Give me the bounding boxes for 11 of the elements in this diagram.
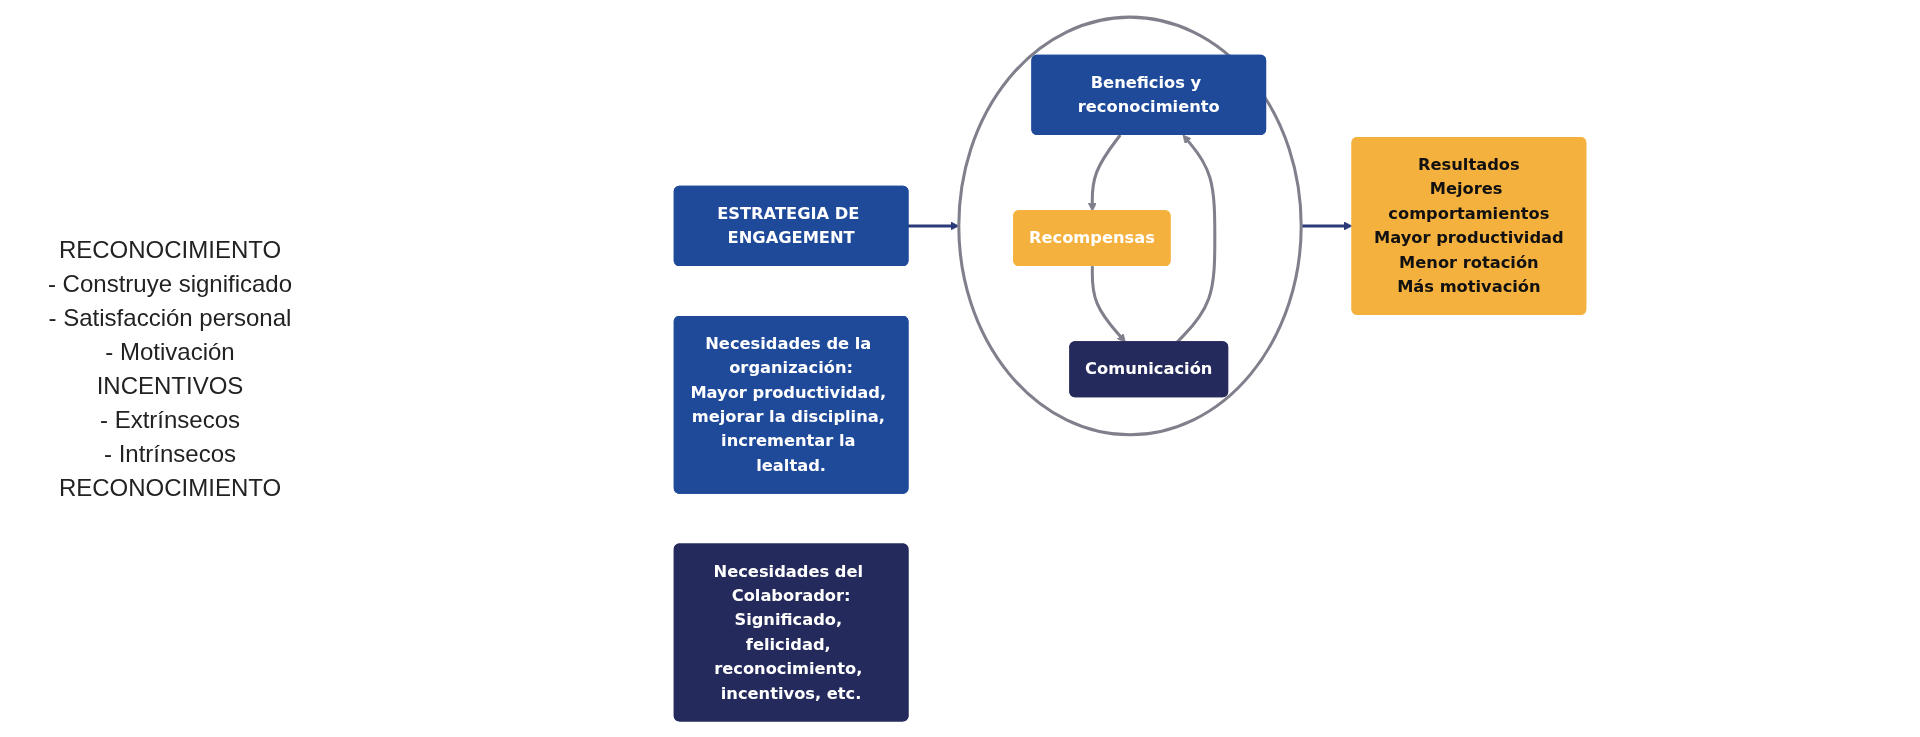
arrow [1090, 265, 1126, 343]
arrow [1175, 134, 1217, 343]
note-text: INCENTIVOS [96, 371, 244, 400]
note-text: - Extrínsecos [99, 405, 240, 434]
note-text: - Construye significado [47, 269, 293, 298]
note-text: RECONOCIMIENTO [58, 235, 282, 264]
note-text: - Motivación [105, 337, 235, 366]
arrow [1087, 133, 1122, 212]
note-text: - Satisfacción personal [48, 303, 292, 332]
note-text: - Intrínsecos [103, 439, 236, 468]
note-text: RECONOCIMIENTO [58, 473, 282, 502]
